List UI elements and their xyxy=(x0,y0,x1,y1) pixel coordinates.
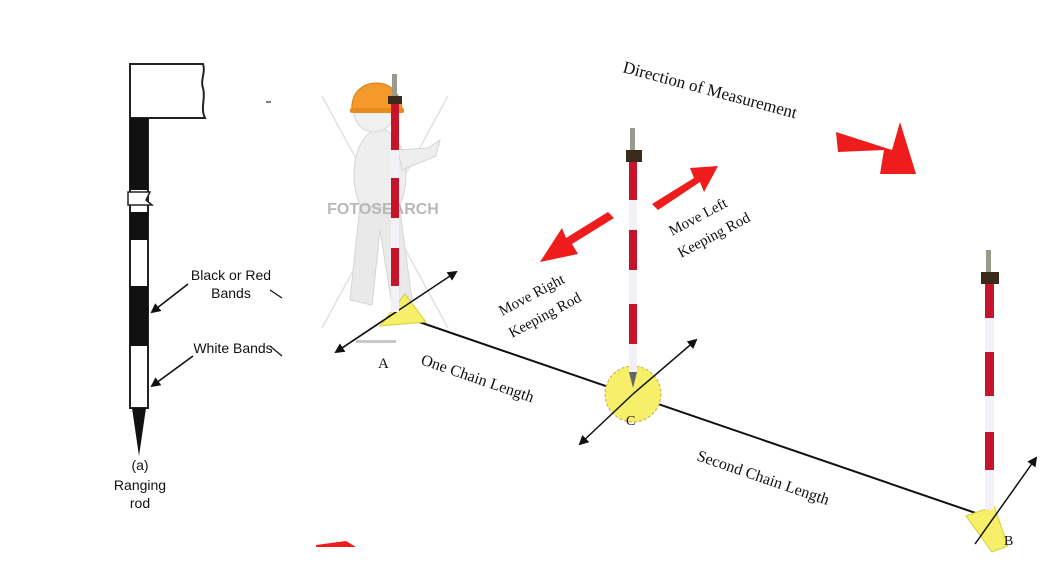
watermark-text: FOTOSEARCH xyxy=(327,201,439,218)
label-black-bands-2: Bands xyxy=(211,285,251,301)
rod-b-white-3 xyxy=(985,470,994,510)
leader-black-bands xyxy=(150,283,189,314)
leader-cut-2 xyxy=(269,345,283,357)
station-a: A xyxy=(334,270,458,372)
ranging-rod-illustration: Black or Red Bands White Bands (a) Rangi… xyxy=(114,63,283,511)
rod-a-tip xyxy=(392,74,397,96)
figure-legs xyxy=(349,204,413,306)
rod-a xyxy=(388,74,402,312)
red-fragment xyxy=(316,541,356,547)
rod-c-shaft xyxy=(629,162,637,372)
point-c-label: C xyxy=(626,414,635,429)
rod-a-white-3 xyxy=(391,286,399,312)
arrow-move-right xyxy=(540,212,614,262)
rod-band-black-1 xyxy=(130,118,148,190)
rod-shoe xyxy=(132,408,146,456)
arrow-direction-measurement xyxy=(836,122,916,174)
figure-arm xyxy=(397,138,441,171)
hard-hat-brim xyxy=(350,108,404,113)
rod-a-shaft xyxy=(391,104,399,312)
rod-c-white-1 xyxy=(629,200,637,230)
caption-a: (a) xyxy=(131,457,148,473)
axis-b-1 xyxy=(974,456,1038,545)
caption-ranging: Ranging xyxy=(114,477,166,493)
rod-c-white-3 xyxy=(629,344,637,372)
arrow-move-left-icon xyxy=(652,166,718,210)
hard-hat-icon xyxy=(351,82,403,113)
direction-arrow-icon xyxy=(836,122,916,174)
rod-c-cap xyxy=(626,150,642,162)
arrow-move-right-icon xyxy=(540,212,614,262)
rod-c-point xyxy=(629,372,637,388)
rod-b-tip xyxy=(986,250,991,272)
chain-line xyxy=(395,313,997,521)
rod-b xyxy=(981,250,999,510)
rod-a-cap xyxy=(388,96,402,104)
rod-c-white-2 xyxy=(629,270,637,304)
rod-break-mark xyxy=(127,191,155,206)
rod-a-white-1 xyxy=(391,150,399,178)
chain-lines xyxy=(395,313,997,521)
station-c: C xyxy=(578,338,698,446)
label-black-bands-1: Black or Red xyxy=(191,267,271,283)
point-a-label: A xyxy=(378,356,389,372)
rod-flag xyxy=(129,63,207,119)
station-b: B xyxy=(965,456,1038,553)
direction-of-measurement-label: Direction of Measurement xyxy=(621,58,799,123)
leader-white-bands xyxy=(150,355,194,388)
caption-rod: rod xyxy=(130,495,150,511)
marker-a-triangle xyxy=(378,293,427,327)
marker-b-triangle xyxy=(965,505,1009,553)
watermark-small-print xyxy=(356,340,396,343)
point-b-label: B xyxy=(1004,534,1013,549)
rod-c-tip xyxy=(630,128,635,150)
worker-figure: FOTOSEARCH xyxy=(321,82,449,343)
leader-cut-1 xyxy=(269,289,283,299)
arrow-move-left xyxy=(652,166,718,210)
rod-c xyxy=(626,128,642,388)
rod-band-black-2 xyxy=(130,212,148,240)
axis-c-1 xyxy=(632,338,698,395)
rod-b-white-2 xyxy=(985,396,994,432)
rod-b-white-1 xyxy=(985,318,994,352)
axis-a-1b xyxy=(334,311,397,354)
rod-b-cap xyxy=(981,272,999,284)
one-chain-length-label: One Chain Length xyxy=(419,352,536,407)
label-white-bands: White Bands xyxy=(193,340,272,356)
rod-a-white-2 xyxy=(391,218,399,248)
axis-c-2 xyxy=(578,393,634,446)
rod-band-black-3 xyxy=(130,286,148,346)
